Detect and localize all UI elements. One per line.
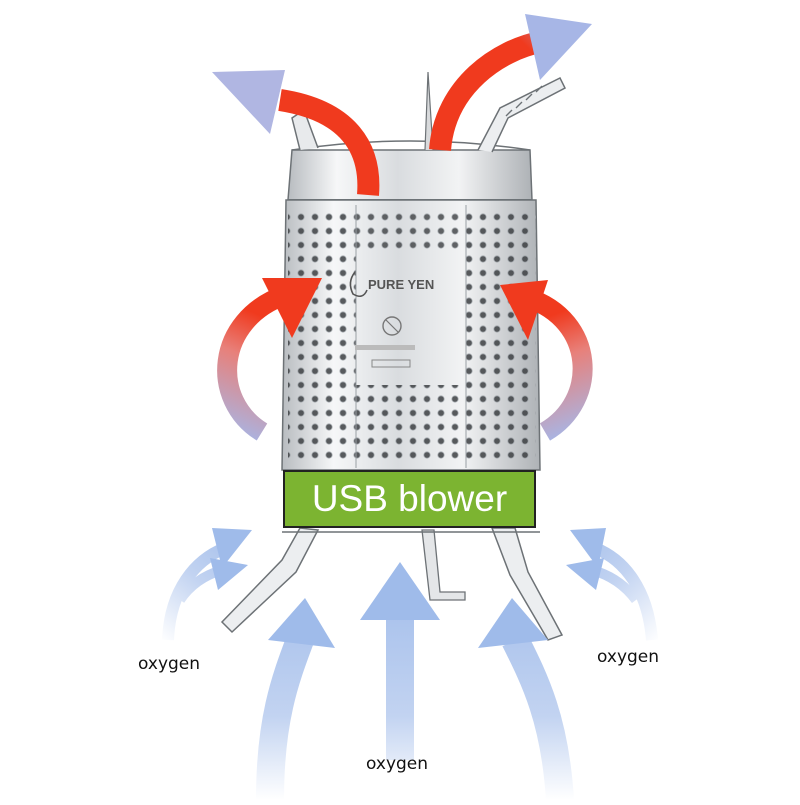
airflow-arrow bbox=[256, 635, 314, 801]
oxygen-label-left: oxygen bbox=[138, 654, 201, 674]
airflow-arrow bbox=[566, 558, 604, 590]
airflow-arrow bbox=[210, 558, 248, 590]
stove-body: PURE YEN bbox=[220, 71, 566, 641]
brand-emblem-icon bbox=[382, 316, 402, 336]
airflow-arrow bbox=[502, 633, 574, 801]
heat-arrow bbox=[262, 278, 322, 338]
heat-arrow bbox=[525, 14, 592, 80]
airflow-arrow bbox=[360, 562, 440, 620]
airflow-arrow bbox=[592, 542, 658, 641]
heat-arrow bbox=[500, 280, 548, 340]
usb-blower-label: USB blower bbox=[311, 478, 508, 519]
heat-arrow bbox=[212, 70, 285, 134]
usb-blower-label-box: USB blower bbox=[283, 470, 536, 528]
heat-arrow bbox=[524, 288, 593, 441]
heat-arrow bbox=[217, 285, 289, 441]
heat-arrows bbox=[212, 14, 593, 441]
airflow-arrow bbox=[268, 598, 335, 648]
heat-arrow bbox=[429, 31, 543, 152]
heat-arrow bbox=[278, 89, 380, 196]
airflow-arrow bbox=[570, 528, 606, 568]
airflow-arrow bbox=[212, 528, 252, 568]
oxygen-label-right: oxygen bbox=[597, 647, 660, 667]
airflow-arrow bbox=[162, 542, 228, 641]
oxygen-label-center: oxygen bbox=[366, 754, 429, 774]
brand-logo-text: PURE YEN bbox=[368, 277, 434, 292]
airflow-arrows bbox=[162, 528, 658, 801]
airflow-arrow bbox=[478, 598, 548, 648]
